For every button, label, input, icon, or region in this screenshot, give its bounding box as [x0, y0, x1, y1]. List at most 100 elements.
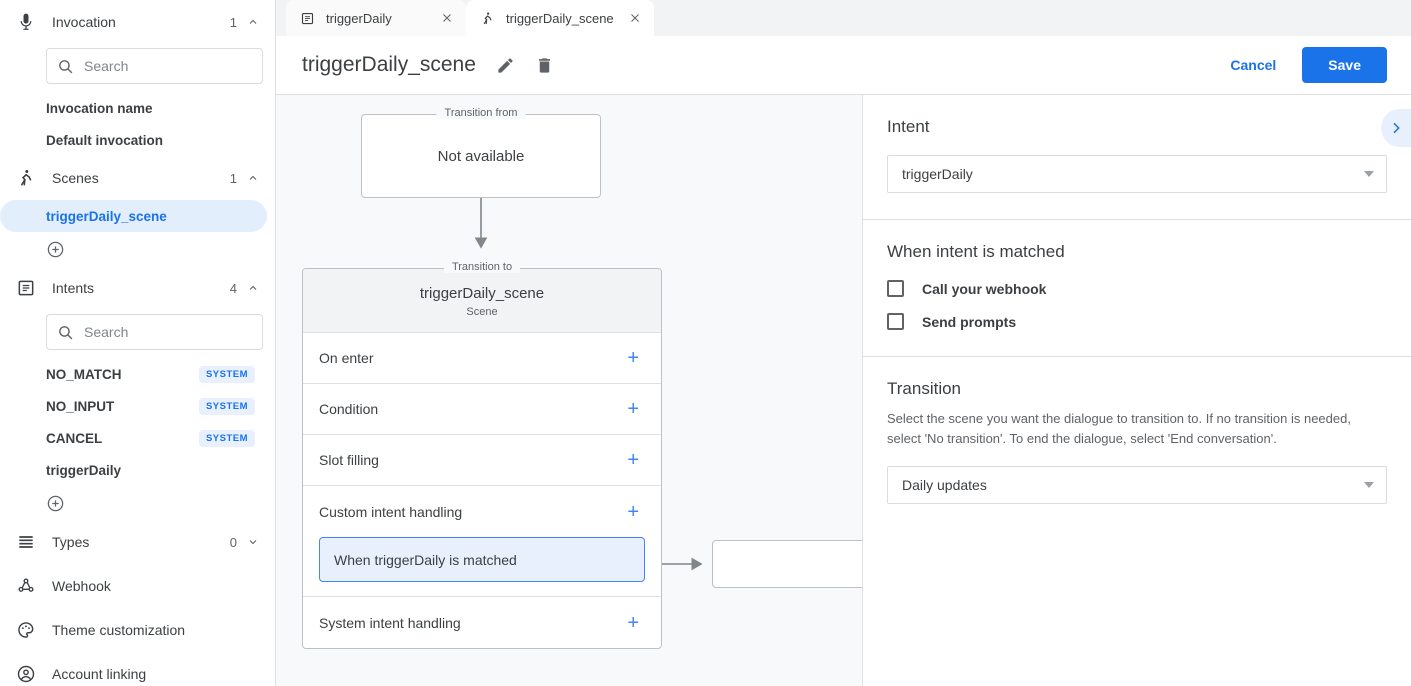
- intent-section-title: Intent: [887, 117, 930, 136]
- scene-row-slot-filling[interactable]: Slot filling +: [303, 435, 661, 486]
- transition-description: Select the scene you want the dialogue t…: [887, 411, 1351, 446]
- add-intent-icon[interactable]: [46, 494, 65, 513]
- call-webhook-checkbox-row[interactable]: Call your webhook: [887, 280, 1387, 297]
- invocation-search-box[interactable]: [46, 48, 263, 84]
- invocation-search-input[interactable]: [84, 58, 252, 74]
- scene-node-title: triggerDaily_scene: [419, 285, 545, 302]
- microphone-icon: [14, 10, 38, 34]
- sidebar-item-account-linking[interactable]: Account linking: [0, 652, 275, 686]
- sidebar-item-label: triggerDaily: [46, 462, 122, 478]
- sidebar-group-scenes[interactable]: Scenes 1: [0, 156, 275, 200]
- intent-handler-label: When triggerDaily is matched: [334, 551, 517, 568]
- sidebar-group-count: 1: [229, 170, 237, 186]
- main-area: triggerDaily triggerDaily_scene: [276, 0, 1411, 686]
- search-icon: [57, 324, 74, 341]
- scene-walk-icon: [14, 166, 38, 190]
- sidebar-group-label: Invocation: [52, 14, 116, 30]
- transition-to-scene-node[interactable]: Transition to triggerDaily_scene Scene O…: [302, 261, 662, 649]
- intent-handler-chip[interactable]: When triggerDaily is matched: [319, 537, 645, 582]
- body-row: Transition from Not available Transition…: [276, 95, 1411, 686]
- send-prompts-checkbox[interactable]: [887, 313, 904, 330]
- types-lines-icon: [14, 530, 38, 554]
- add-slot-filling-icon[interactable]: +: [627, 449, 639, 471]
- tab-triggerdaily[interactable]: triggerDaily: [286, 0, 466, 36]
- sidebar-item-label: triggerDaily_scene: [46, 208, 167, 224]
- add-condition-icon[interactable]: +: [627, 398, 639, 420]
- close-icon[interactable]: [440, 11, 454, 25]
- tab-label: triggerDaily_scene: [506, 10, 614, 26]
- chevron-up-icon: [247, 172, 259, 184]
- status-badge: SYSTEM: [198, 365, 255, 383]
- sidebar-group-count: 1: [229, 14, 237, 30]
- add-system-intent-icon[interactable]: +: [627, 611, 639, 634]
- status-badge: SYSTEM: [198, 429, 255, 447]
- scene-row-on-enter[interactable]: On enter +: [303, 333, 661, 384]
- sidebar-item-default-invocation[interactable]: Default invocation: [8, 124, 267, 156]
- transition-from-legend: Transition from: [436, 107, 526, 119]
- cancel-button[interactable]: Cancel: [1218, 48, 1288, 82]
- when-intent-matched-title: When intent is matched: [887, 242, 1065, 261]
- call-webhook-label: Call your webhook: [922, 280, 1047, 297]
- chevron-right-icon[interactable]: [1381, 109, 1411, 147]
- sidebar-group-types[interactable]: Types 0: [0, 520, 275, 564]
- sidebar-item-invocation-name[interactable]: Invocation name: [8, 92, 267, 124]
- trash-icon[interactable]: [535, 56, 554, 75]
- tab-bar: triggerDaily triggerDaily_scene: [276, 0, 1411, 36]
- intents-search-box[interactable]: [46, 314, 263, 350]
- sidebar-item-theme-customization[interactable]: Theme customization: [0, 608, 275, 652]
- transition-target-node[interactable]: Tr Dail: [712, 540, 862, 588]
- transition-section: Transition Select the scene you want the…: [863, 357, 1411, 530]
- page-header: triggerDaily_scene Cancel Save: [276, 36, 1411, 95]
- scene-node-header: triggerDaily_scene Scene: [303, 269, 661, 333]
- transition-select[interactable]: Daily updates: [887, 466, 1387, 504]
- pencil-icon[interactable]: [496, 56, 515, 75]
- transition-from-value: Not available: [437, 147, 525, 165]
- invocation-search-wrap: [0, 44, 275, 92]
- sidebar-group-intents[interactable]: Intents 4: [0, 266, 275, 310]
- scene-tab-icon: [480, 11, 495, 26]
- sidebar-item-webhook[interactable]: Webhook: [0, 564, 275, 608]
- palette-icon: [14, 618, 38, 642]
- send-prompts-checkbox-row[interactable]: Send prompts: [887, 313, 1387, 330]
- sidebar-item-label: NO_INPUT: [46, 398, 115, 414]
- scene-row-condition[interactable]: Condition +: [303, 384, 661, 435]
- intents-search-input[interactable]: [84, 324, 252, 340]
- add-scene-row: [0, 232, 275, 266]
- sidebar-group-label: Types: [52, 534, 90, 550]
- when-intent-matched-section: When intent is matched Call your webhook…: [863, 220, 1411, 357]
- call-webhook-checkbox[interactable]: [887, 280, 904, 297]
- close-icon[interactable]: [628, 11, 642, 25]
- save-button[interactable]: Save: [1302, 47, 1387, 83]
- scene-row-custom-intent-handling[interactable]: Custom intent handling +: [303, 486, 661, 537]
- scene-row-label: Slot filling: [319, 452, 379, 468]
- intent-select-value: triggerDaily: [902, 166, 973, 182]
- scene-canvas[interactable]: Transition from Not available Transition…: [276, 95, 862, 686]
- scene-row-label: Condition: [319, 401, 379, 417]
- add-on-enter-icon[interactable]: +: [627, 347, 639, 369]
- sidebar-item-label: NO_MATCH: [46, 366, 122, 382]
- intents-list-icon: [14, 276, 38, 300]
- chevron-up-icon: [247, 282, 259, 294]
- scene-row-system-intent-handling[interactable]: System intent handling +: [303, 597, 661, 648]
- chevron-down-icon: [1364, 482, 1374, 488]
- sidebar-item-label: Invocation name: [46, 100, 153, 116]
- sidebar-item-cancel[interactable]: CANCEL SYSTEM: [8, 422, 267, 454]
- sidebar-item-no-match[interactable]: NO_MATCH SYSTEM: [8, 358, 267, 390]
- tab-triggerdaily-scene[interactable]: triggerDaily_scene: [466, 0, 654, 36]
- intent-section: Intent triggerDaily: [863, 95, 1411, 220]
- sidebar-item-triggerdaily[interactable]: triggerDaily: [8, 454, 267, 486]
- intent-select[interactable]: triggerDaily: [887, 155, 1387, 193]
- account-circle-icon: [14, 662, 38, 686]
- sidebar-group-invocation[interactable]: Invocation 1: [0, 0, 275, 44]
- sidebar-item-triggerdaily-scene[interactable]: triggerDaily_scene: [0, 200, 267, 232]
- status-badge: SYSTEM: [198, 397, 255, 415]
- scene-node-subtitle: Scene: [466, 306, 498, 318]
- add-scene-icon[interactable]: [46, 240, 65, 259]
- add-custom-intent-icon[interactable]: +: [627, 500, 639, 523]
- sidebar-item-no-input[interactable]: NO_INPUT SYSTEM: [8, 390, 267, 422]
- intent-properties-panel: Intent triggerDaily When intent is match…: [862, 95, 1411, 686]
- transition-from-node[interactable]: Transition from Not available: [361, 107, 601, 198]
- add-intent-row: [0, 486, 275, 520]
- transition-select-value: Daily updates: [902, 477, 987, 493]
